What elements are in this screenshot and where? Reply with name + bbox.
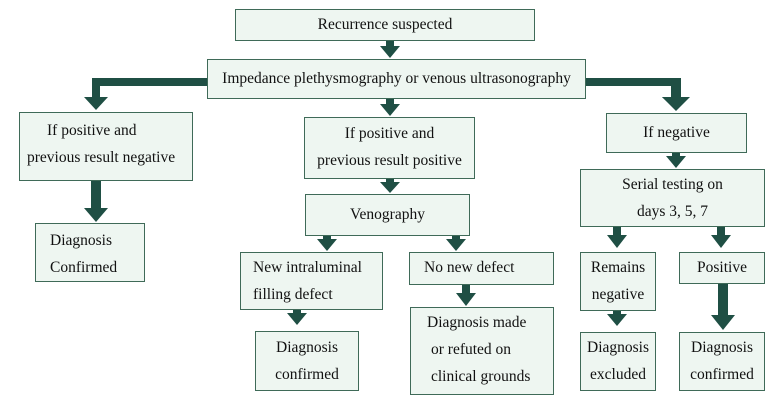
arrow-no-defect-to-dx-clinical [456, 284, 476, 306]
arrow-serial-to-remains-neg [607, 226, 627, 248]
node-label-line1: Diagnosis [276, 339, 338, 356]
arrow-venography-to-no-defect [446, 235, 466, 251]
arrow-venography-to-new-defect [317, 235, 337, 251]
node-label-line1: Diagnosis [587, 339, 649, 356]
arrow-impedance-to-pos-neg [84, 78, 207, 110]
arrow-pos-pos-to-venography [380, 178, 400, 193]
node-label-line2: previous result positive [317, 152, 462, 169]
node-diagnosis-excluded: Diagnosis excluded [580, 332, 656, 391]
arrow-serial-to-positive [711, 226, 731, 248]
node-positive: Positive [679, 252, 765, 284]
node-diagnosis-confirmed-3: Diagnosis confirmed [679, 332, 765, 391]
node-label-line2: confirmed [275, 366, 339, 383]
node-diagnosis-clinical-grounds: Diagnosis made or refuted on clinical gr… [410, 307, 554, 395]
node-label-line2: days 3, 5, 7 [636, 203, 709, 220]
node-label-line2: excluded [590, 366, 646, 383]
node-label-line1: If positive and [344, 125, 435, 142]
node-label-line1: Remains [590, 259, 646, 276]
node-diagnosis-confirmed-1: Diagnosis Confirmed [35, 223, 145, 282]
node-label-line2: Confirmed [50, 259, 118, 276]
arrow-positive-to-dx-confirmed-3 [711, 283, 735, 330]
node-recurrence-suspected: Recurrence suspected [235, 9, 535, 41]
node-label-line2: negative [591, 286, 645, 303]
node-diagnosis-confirmed-2: Diagnosis confirmed [255, 331, 359, 391]
arrow-pos-neg-to-dx-confirmed-1 [84, 180, 108, 222]
node-label-line2: previous result negative [27, 149, 176, 166]
node-label: Impedance plethysmography or venous ultr… [222, 70, 571, 87]
node-label: Positive [697, 259, 747, 276]
arrow-negative-to-serial [666, 152, 686, 168]
node-label-line2: or refuted on [431, 341, 512, 358]
arrow-remains-neg-to-dx-excluded [607, 310, 627, 326]
node-label-line2: confirmed [690, 366, 754, 383]
node-if-negative: If negative [606, 113, 747, 153]
node-serial-testing: Serial testing on days 3, 5, 7 [580, 169, 765, 227]
node-venography: Venography [305, 194, 470, 236]
node-if-positive-previous-positive: If positive and previous result positive [304, 117, 475, 179]
node-no-new-defect: No new defect [409, 252, 554, 285]
arrow-impedance-to-pos-pos [380, 98, 400, 116]
node-label: Recurrence suspected [317, 16, 453, 33]
node-label-line1: Diagnosis made [427, 314, 527, 331]
node-impedance-test: Impedance plethysmography or venous ultr… [207, 59, 586, 99]
node-remains-negative: Remains negative [580, 252, 656, 311]
node-label: If negative [643, 124, 710, 141]
node-label: Venography [350, 206, 425, 223]
node-new-intraluminal-defect: New intraluminal filling defect [240, 252, 383, 310]
node-label-line1: Diagnosis [50, 232, 112, 249]
node-label-line1: If positive and [47, 122, 137, 139]
arrow-recurrence-to-impedance [380, 40, 400, 58]
node-label-line1: Diagnosis [691, 339, 753, 356]
node-label: No new defect [424, 259, 515, 276]
node-label-line3: clinical grounds [431, 368, 531, 385]
node-label-line1: Serial testing on [622, 176, 723, 193]
arrow-new-defect-to-dx-confirmed-2 [287, 309, 307, 325]
node-label-line1: New intraluminal [253, 259, 362, 276]
node-label-line2: filling defect [253, 286, 333, 303]
node-if-positive-previous-negative: If positive and previous result negative [19, 112, 193, 181]
